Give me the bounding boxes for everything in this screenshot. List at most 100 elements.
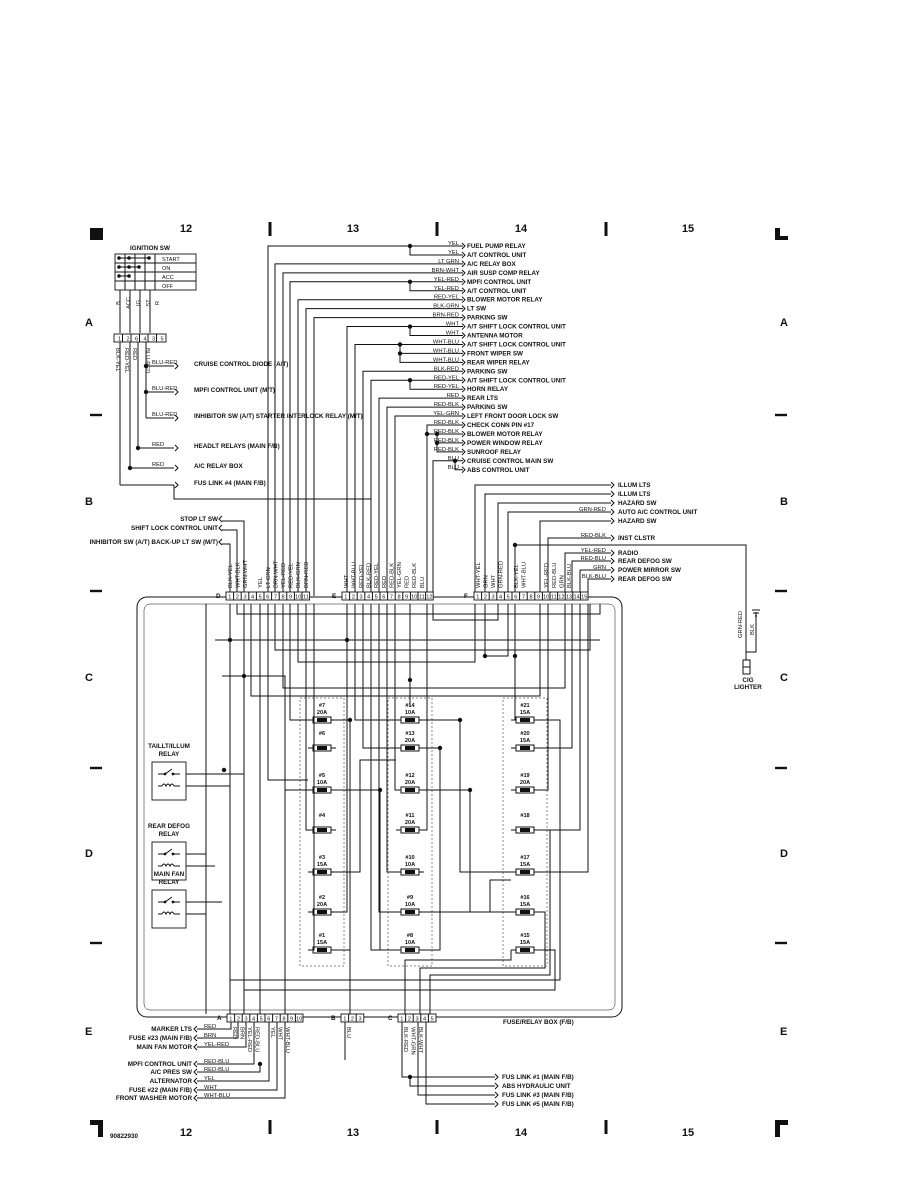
fuse-number: #4 (319, 813, 326, 819)
wire-blk-red (401, 1022, 495, 1078)
right-load-label: REAR DEFOG SW (618, 558, 672, 565)
right-load-label: REAR LTS (467, 395, 498, 402)
splice-dot (407, 1074, 413, 1080)
relay-contact-icon (163, 772, 167, 776)
connector-arrow-icon (193, 1068, 198, 1076)
connector-arrow-icon (461, 457, 466, 465)
fuse-element (317, 746, 327, 750)
wire-fus-link-4 (173, 485, 372, 596)
connector-wire-color: GRN-RED (499, 561, 505, 588)
fuse-number: #2 (319, 895, 325, 901)
connector-arrow-icon (610, 549, 615, 557)
splice-dot (221, 767, 227, 773)
splice-dot (512, 653, 518, 659)
connector-arrow-icon (193, 1060, 198, 1068)
column-label-bottom: 12 (180, 1127, 192, 1139)
connector-pin-number: 11 (419, 595, 425, 601)
internal-wire (424, 719, 511, 873)
wire-color-label: RED (204, 1024, 216, 1030)
connector-pin-number: 10 (411, 595, 417, 601)
wire-red (378, 397, 463, 596)
column-divider (435, 222, 439, 236)
connector-wire-color: YEL-RED (246, 1027, 252, 1052)
connector-arrow-icon (461, 242, 466, 250)
wire-blk-yel (539, 520, 611, 596)
connector-pin-number: 4 (423, 1017, 426, 1023)
left-side-load-label: SHIFT LOCK CONTROL UNIT (131, 525, 218, 532)
connector-arrow-icon (461, 403, 466, 411)
connector-wire-color: WHT-BLK (235, 562, 241, 588)
internal-wire (354, 604, 396, 721)
connector-wire-color: BLU (345, 1027, 351, 1038)
internal-wire (404, 950, 512, 1014)
right-load-label: ILLUM LTS (618, 482, 650, 489)
connector-f (473, 591, 589, 601)
fuse-element (520, 746, 530, 750)
row-divider (90, 941, 102, 945)
connector-pin-number: 12 (558, 595, 564, 601)
connector-c (397, 1013, 437, 1023)
connector-pin-number: 3 (359, 595, 362, 601)
connector-pin-number: 6 (267, 1017, 270, 1023)
fuse-element (405, 718, 415, 722)
fuse-rating: 10A (317, 780, 327, 786)
connector-arrow-icon (494, 1091, 499, 1099)
fuse-element (405, 948, 415, 952)
column-label-bottom: 14 (515, 1127, 528, 1139)
connector-pin-number: 7 (390, 595, 393, 601)
wire-blu (454, 460, 463, 471)
column-label-top: 12 (180, 223, 192, 235)
wire-color-label: BLK-GRN (433, 304, 459, 310)
fuse-element (520, 788, 530, 792)
connector-arrow-icon (193, 1094, 198, 1102)
connector-wire-color: RED (231, 1027, 237, 1039)
wire-grn (484, 493, 611, 596)
connector-arrow-icon (461, 385, 466, 393)
ignition-position-label: OFF (162, 284, 174, 290)
connector-pin-number: 10 (296, 1017, 302, 1023)
connector-pin-number: 9 (289, 595, 292, 601)
wire-color-label: BRN (204, 1033, 216, 1039)
connector-arrow-icon (218, 524, 223, 532)
wire-color-label: BRN-WHT (432, 268, 460, 274)
relay-box (151, 761, 187, 801)
splice-dot (407, 243, 413, 249)
connector-arrow-icon (174, 362, 179, 370)
wire-color-label: YEL (448, 250, 460, 256)
fuse-element (520, 828, 530, 832)
column-divider (435, 1120, 439, 1134)
corner-mark-icon (90, 1120, 103, 1137)
connector-arrow-icon (610, 508, 615, 516)
wire-color-label: YEL-RED (204, 1042, 229, 1048)
wire-color-label: BLK-RED (434, 366, 459, 372)
connector-arrow-icon (461, 350, 466, 357)
right-load-label: HAZARD SW (618, 518, 657, 525)
right-load-label: A/C RELAY BOX (467, 261, 516, 268)
connector-wire-color: BRN-RED (304, 562, 310, 588)
relay-coil-icon (161, 783, 175, 788)
connector-pin-number: 12 (426, 595, 432, 601)
connector-pin-number: 4 (252, 1017, 255, 1023)
wire-inhibitor (222, 543, 231, 596)
internal-wire (336, 604, 348, 913)
bottom-left-load-label: MARKER LTS (151, 1026, 192, 1033)
internal-wire (305, 604, 308, 831)
splice-dot (407, 279, 413, 284)
fuse-number: #10 (405, 855, 414, 861)
wire-wht-blu (197, 1022, 286, 1099)
wire-color-label: YEL-RED (581, 548, 606, 554)
splice-dot (434, 431, 440, 437)
connector-pin-number: 3 (244, 1017, 247, 1023)
lighter-label-line: LIGHTER (734, 684, 762, 691)
connector-pin-number: 11 (551, 595, 557, 601)
wire-blk-red (409, 1077, 495, 1087)
right-load-label: LT SW (467, 306, 486, 313)
ignition-terminal-label: IG (136, 300, 142, 306)
connector-pin-number: 14 (573, 595, 579, 601)
internal-wire (236, 604, 601, 615)
splice-dot (377, 787, 383, 793)
right-load-label: ABS CONTROL UNIT (467, 467, 530, 474)
connector-pin-number: 7 (522, 595, 525, 601)
connector-wire-color: LT GRN (266, 567, 272, 588)
